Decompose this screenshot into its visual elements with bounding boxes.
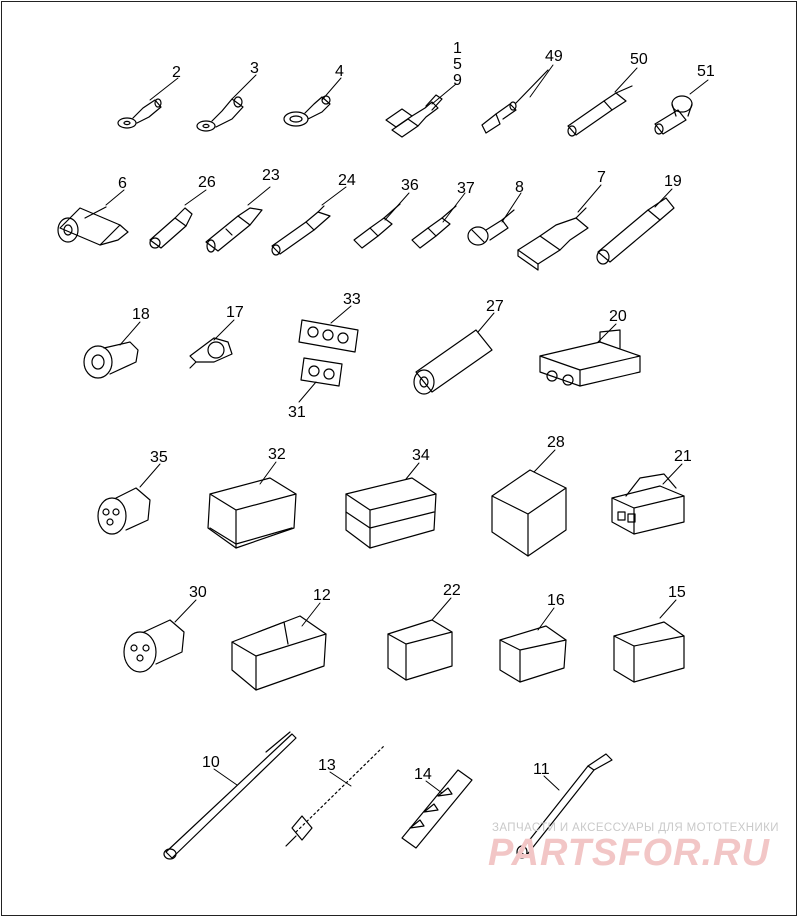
callout-9: 9 [453, 72, 462, 89]
terminal-cap [654, 95, 693, 135]
mini-connector [611, 473, 685, 535]
callout-22: 22 [443, 582, 461, 599]
butt-splice [567, 85, 633, 137]
callout-34: 34 [412, 447, 430, 464]
socket-terminal [205, 207, 263, 253]
callout-51: 51 [697, 63, 715, 80]
callout-3: 3 [250, 60, 259, 77]
leader-lines [105, 64, 709, 794]
multi-pin-connector [207, 477, 297, 549]
callout-31: 31 [288, 404, 306, 421]
seal-plate-small [300, 357, 343, 387]
ring-terminal-insulated [196, 96, 244, 132]
callout-1: 1 [453, 40, 462, 57]
spade-terminal [385, 94, 443, 138]
multi-pin-connector [613, 621, 685, 683]
round-connector-housing [123, 619, 185, 673]
callout-13: 13 [318, 757, 336, 774]
crimp-terminal [271, 205, 331, 256]
callout-6: 6 [118, 175, 127, 192]
insulated-blade-terminal [517, 207, 589, 271]
callout-23: 23 [262, 167, 280, 184]
adhesive-clip-strip [401, 769, 473, 849]
callout-49: 49 [545, 48, 563, 65]
seal-plate [298, 319, 359, 353]
bullet-pin [481, 69, 549, 134]
callout-5: 5 [453, 56, 462, 73]
watermark-logo: PARTSFOR.RU [488, 832, 770, 874]
callout-7: 7 [597, 169, 606, 186]
wire-seal [413, 329, 493, 395]
bullet-terminal-housing [57, 206, 129, 246]
callout-24: 24 [338, 172, 356, 189]
cable-strap [163, 731, 297, 860]
callout-28: 28 [547, 434, 565, 451]
ring-terminal-large [283, 95, 331, 127]
pin-terminal [149, 207, 193, 249]
callout-33: 33 [343, 291, 361, 308]
multi-pin-connector [499, 625, 567, 683]
callout-15: 15 [668, 584, 686, 601]
wire-seal [83, 341, 139, 379]
round-connector-housing [97, 487, 151, 535]
callout-8: 8 [515, 179, 524, 196]
callout-50: 50 [630, 51, 648, 68]
callout-10: 10 [202, 754, 220, 771]
butt-connector [596, 197, 675, 265]
ring-terminal [117, 98, 162, 129]
callout-20: 20 [609, 308, 627, 325]
callout-12: 12 [313, 587, 331, 604]
relay-socket [491, 469, 567, 557]
callout-36: 36 [401, 177, 419, 194]
callout-11: 11 [533, 761, 550, 778]
wire-clip [189, 337, 233, 369]
anchored-cable-strap [516, 753, 613, 859]
callout-16: 16 [547, 592, 565, 609]
callout-27: 27 [486, 298, 504, 315]
callout-37: 37 [457, 180, 475, 197]
bead-strap [285, 745, 385, 847]
callout-14: 14 [414, 766, 432, 783]
male-terminal [411, 205, 457, 249]
watermark-caption: ЗАПЧАСТИ И АКСЕССУАРЫ ДЛЯ МОТОТЕХНИКИ [492, 822, 779, 834]
female-terminal [353, 203, 401, 249]
terminal-boot [467, 209, 515, 246]
callout-19: 19 [664, 173, 682, 190]
callout-17: 17 [226, 304, 244, 321]
multi-pin-connector [387, 619, 453, 681]
multi-pin-connector [345, 477, 437, 549]
callout-2: 2 [172, 64, 181, 81]
two-pin-housing [539, 329, 641, 387]
multi-pin-connector [231, 615, 327, 691]
callout-30: 30 [189, 584, 207, 601]
callout-35: 35 [150, 449, 168, 466]
callout-32: 32 [268, 446, 286, 463]
callout-21: 21 [674, 448, 692, 465]
callout-18: 18 [132, 306, 150, 323]
callout-4: 4 [335, 63, 344, 80]
callout-26: 26 [198, 174, 216, 191]
